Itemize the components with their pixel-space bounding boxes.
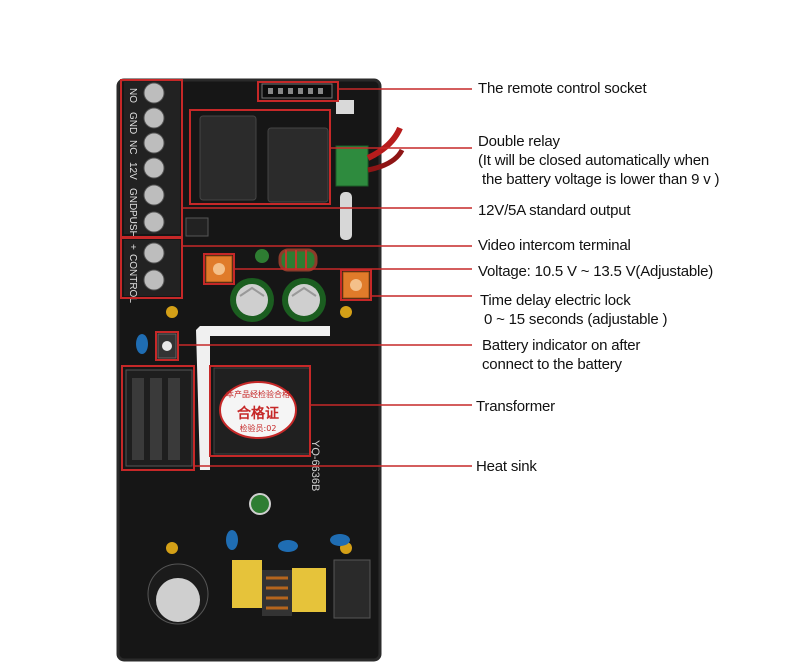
battery-indicator-led xyxy=(157,333,177,359)
terminal-block xyxy=(124,82,180,296)
certificate-center: 合格证 xyxy=(237,405,279,422)
label-battery-indicator-line1: Battery indicator on after xyxy=(482,337,641,354)
label-standard-output: 12V/5A standard output xyxy=(478,202,631,219)
capacitor-large-left xyxy=(230,278,274,322)
blue-cap-4 xyxy=(226,530,238,550)
potentiometer-right xyxy=(342,271,370,299)
label-time-delay-line1: Time delay electric lock xyxy=(480,292,631,309)
red-wire-2 xyxy=(367,148,405,173)
small-cap xyxy=(255,249,269,263)
label-double-relay-line3: the battery voltage is lower than 9 v ) xyxy=(482,171,720,188)
terminal-label-gnd2: GND xyxy=(127,188,138,210)
yellow-cap-right xyxy=(292,568,326,612)
certificate-bottom: 检验员:02 xyxy=(240,423,277,433)
label-time-delay: Time delay electric lock 0 ~ 15 seconds … xyxy=(480,291,667,329)
pcb-board-edge xyxy=(116,78,382,662)
label-video-intercom: Video intercom terminal xyxy=(478,237,631,254)
terminal-label-plus: + xyxy=(127,244,138,250)
terminal-label-nc: NC xyxy=(127,140,138,154)
label-voltage: Voltage: 10.5 V ~ 13.5 V(Adjustable) xyxy=(478,263,714,280)
blue-capacitor xyxy=(136,334,148,354)
fuse-holder xyxy=(333,559,371,619)
yellow-cap-left xyxy=(232,560,262,608)
green-connector xyxy=(335,145,369,187)
small-pad xyxy=(336,100,354,114)
capacitor-bottom-left xyxy=(147,563,209,625)
terminal-label-gnd: GND xyxy=(127,112,138,134)
capacitor-large-right xyxy=(282,278,326,322)
capacitor-mid xyxy=(249,493,271,515)
highlight-remote-socket xyxy=(257,81,339,102)
red-wire xyxy=(366,126,403,161)
remote-socket xyxy=(261,83,333,99)
potentiometer-left xyxy=(205,255,233,283)
label-battery-indicator-line2: connect to the battery xyxy=(482,356,622,373)
relay-right xyxy=(267,127,329,203)
highlight-video-terminals xyxy=(120,237,183,299)
blue-cap-2 xyxy=(278,540,298,552)
highlight-boxes xyxy=(120,79,372,471)
highlight-led xyxy=(155,331,179,361)
terminal-label-12v: 12V xyxy=(127,162,138,180)
highlight-pot-right xyxy=(340,269,372,301)
terminal-label-no: NO xyxy=(127,88,138,103)
highlight-transformer xyxy=(209,365,311,457)
transformer xyxy=(213,367,311,455)
resistor xyxy=(340,192,352,240)
label-time-delay-line2: 0 ~ 15 seconds (adjustable ) xyxy=(484,311,668,328)
terminal-label-control: CONTROL xyxy=(127,254,138,303)
callout-lines xyxy=(178,88,472,467)
choke-coil xyxy=(262,570,292,616)
highlight-heatsink xyxy=(121,365,195,471)
label-transformer: Transformer xyxy=(476,398,555,415)
label-double-relay: Double relay (It will be closed automati… xyxy=(478,132,720,189)
label-battery-indicator: Battery indicator on after connect to th… xyxy=(482,336,640,374)
label-double-relay-title: Double relay xyxy=(478,133,560,150)
certificate-top: 本产品经检验合格 xyxy=(226,389,290,399)
heat-sink xyxy=(125,369,193,467)
highlight-relays xyxy=(189,109,331,205)
blue-cap-3 xyxy=(330,534,350,546)
terminal-label-push: PUSH xyxy=(127,210,138,238)
label-remote-socket: The remote control socket xyxy=(478,80,647,97)
label-double-relay-line2: (It will be closed automatically when xyxy=(478,152,710,169)
terminal-screws xyxy=(143,82,165,233)
relay-left xyxy=(199,115,257,201)
certificate-sticker xyxy=(219,381,297,439)
inductor-coil xyxy=(278,248,318,272)
label-heat-sink: Heat sink xyxy=(476,458,537,475)
ic-chip xyxy=(185,217,209,237)
